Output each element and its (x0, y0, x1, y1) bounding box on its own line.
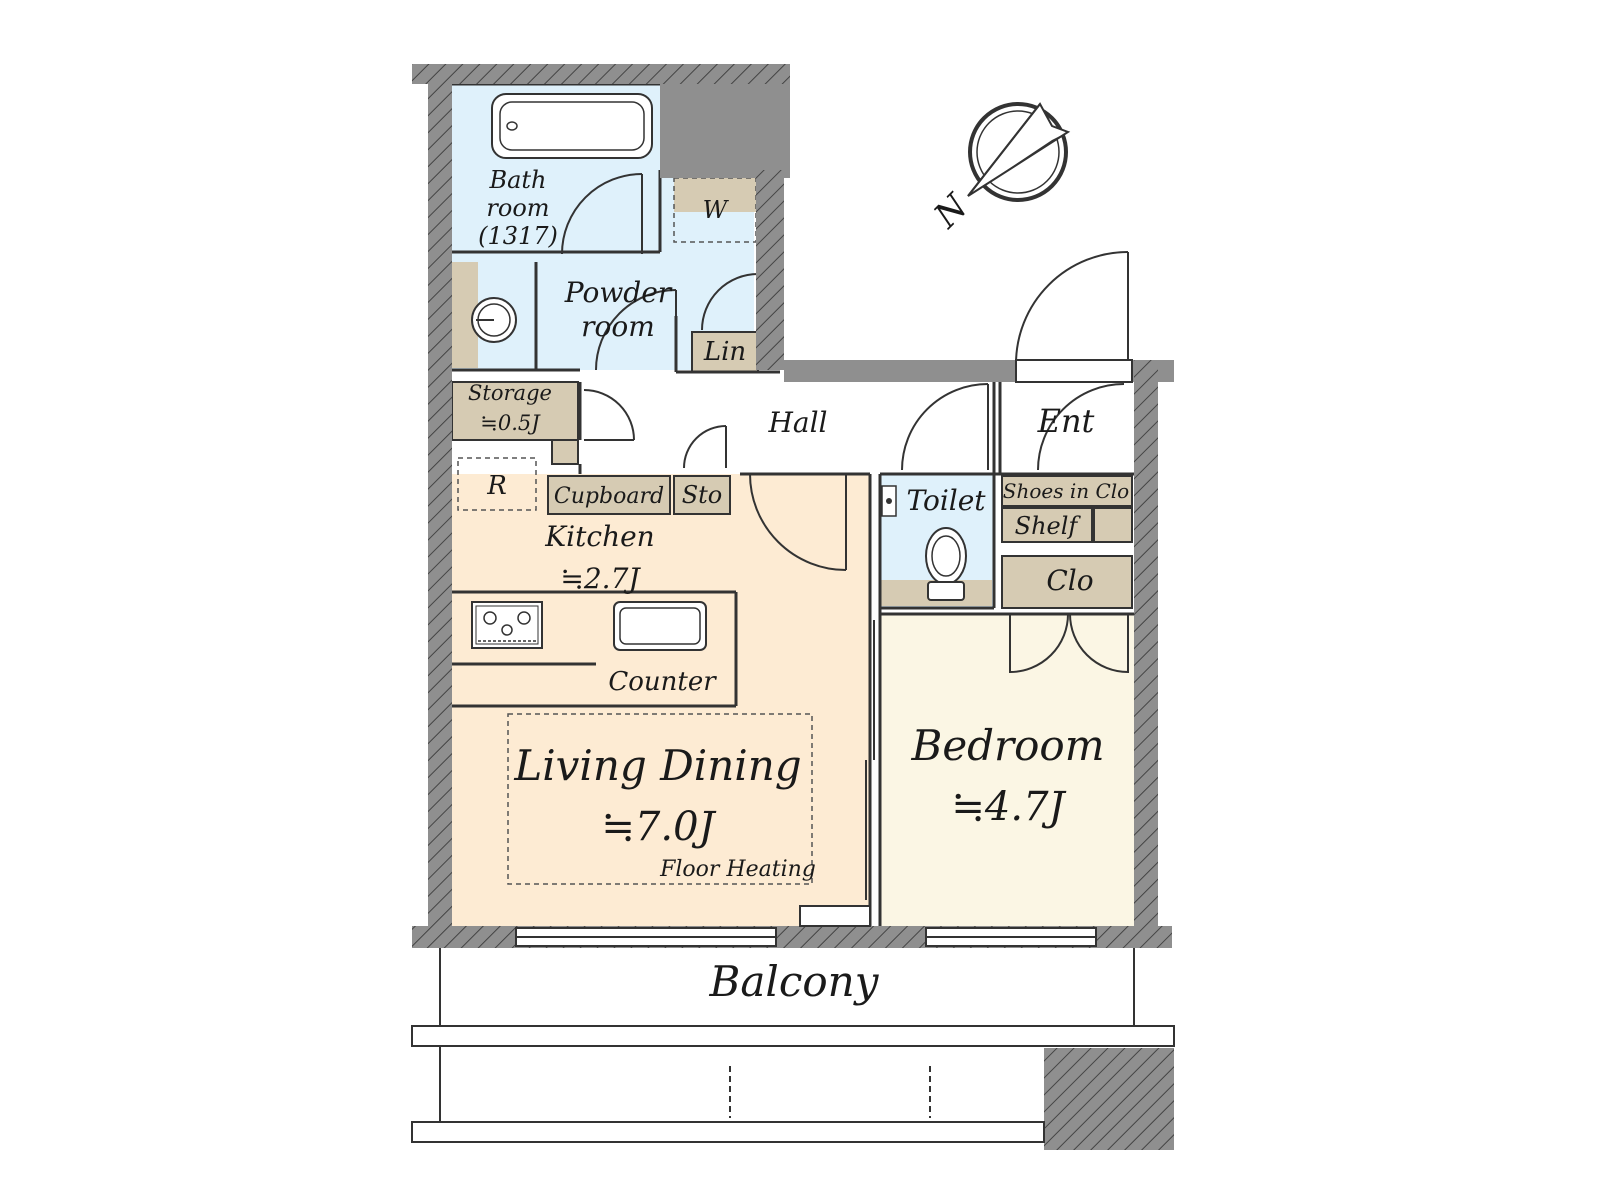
wall-top-block (660, 84, 790, 178)
cupboard-box (547, 475, 671, 515)
balcony-block (1044, 1048, 1174, 1150)
storage-boxes (451, 177, 1133, 609)
shelf-box-right (1093, 507, 1133, 543)
bathtub-icon (491, 93, 653, 159)
toilet-label: Toilet (906, 484, 986, 517)
closet-box (1001, 555, 1133, 609)
room-labels: Bath room (1317) W Powder room Lin Stora… (468, 166, 1129, 1006)
kitchen-sink-icon (613, 601, 707, 651)
storage-box (451, 381, 579, 441)
linen-box (691, 331, 759, 373)
bathroom-label-3: (1317) (478, 222, 558, 250)
powder-room-label-1: Powder (564, 276, 673, 309)
shelf-box (1001, 507, 1093, 543)
washer-label: W (703, 196, 730, 224)
toilet-icon (925, 527, 967, 601)
wall-top-bath (412, 64, 790, 84)
stove-icon (471, 601, 543, 649)
living-dining-label: Living Dining (513, 741, 801, 790)
bedroom-area: ≒4.7J (951, 784, 1066, 830)
sto-label: Sto (682, 481, 723, 509)
wall-right (1134, 360, 1158, 930)
bedroom-label: Bedroom (910, 721, 1104, 770)
toilet-paper-icon (881, 485, 897, 517)
sto-box (673, 475, 731, 515)
balcony-label: Balcony (709, 957, 880, 1006)
north-compass-icon (967, 102, 1071, 202)
entrance-opening (1015, 359, 1133, 383)
storage-box-step (551, 439, 579, 465)
floor-heating-outline (507, 713, 813, 885)
kitchen-living-floor (452, 474, 870, 926)
bedroom-floor (880, 614, 1134, 926)
counter-label: Counter (608, 667, 717, 697)
wall-left (428, 64, 452, 930)
cupboard-label: Cupboard (554, 484, 664, 509)
entrance-label: Ent (1037, 402, 1095, 440)
door-swings (561, 173, 1129, 674)
washer-box (674, 178, 756, 212)
floor-heating-label: Floor Heating (659, 857, 816, 882)
windows (515, 905, 1097, 947)
shoes-closet-box (1001, 475, 1133, 507)
bathroom-label-1: Bath (488, 166, 546, 194)
storage-label-2: ≒0.5J (480, 411, 541, 435)
kitchen-area: ≒2.7J (560, 562, 641, 595)
hall-label: Hall (767, 406, 827, 439)
storage-label-1: Storage (468, 381, 552, 405)
bathroom-label-2: room (486, 194, 549, 222)
refrigerator-box (457, 457, 537, 511)
refrigerator-label: R (486, 471, 507, 501)
powder-room-label-2: room (581, 310, 655, 343)
exterior-walls (412, 64, 1174, 1150)
sink-icon (471, 297, 517, 343)
balcony (411, 948, 1175, 1143)
shoes-closet-label: Shoes in Clo (1003, 479, 1129, 503)
living-dining-area: ≒7.0J (601, 804, 716, 850)
closet-label: Clo (1046, 564, 1093, 597)
sliding-partition (865, 620, 875, 900)
linen-label: Lin (703, 337, 746, 367)
shelf-label: Shelf (1015, 512, 1082, 540)
kitchen-label: Kitchen (544, 520, 654, 553)
wall-powder-right (756, 170, 784, 370)
